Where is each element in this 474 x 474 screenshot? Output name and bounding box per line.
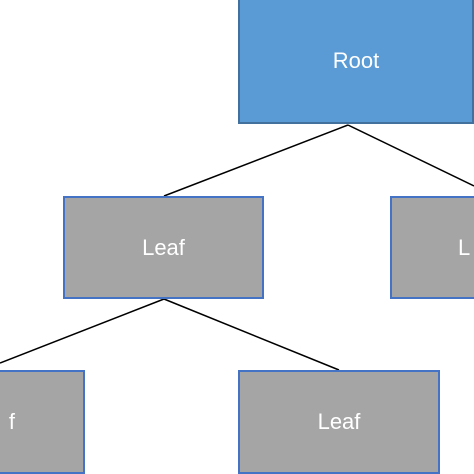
leaf-node-left-label: Leaf <box>142 234 185 260</box>
edge-leaf-l-to-leaf-lr <box>163 298 340 371</box>
root-node: Root <box>238 0 474 124</box>
leaf-node-right: L <box>390 196 474 299</box>
leaf-node-right-label: L <box>458 234 471 260</box>
edge-leaf-l-to-leaf-ll <box>0 298 165 364</box>
leaf-node-bottom-left-label: f <box>8 409 15 434</box>
leaf-node-bottom-right-label: Leaf <box>317 409 361 434</box>
root-node-label: Root <box>332 48 380 73</box>
leaf-node-bottom-left: f <box>0 370 85 474</box>
leaf-node-bottom-right: Leaf <box>238 370 440 474</box>
edge-root-to-leaf-l <box>163 124 349 197</box>
edge-root-to-leaf-r <box>347 124 474 187</box>
leaf-node-left: Leaf <box>63 196 264 299</box>
